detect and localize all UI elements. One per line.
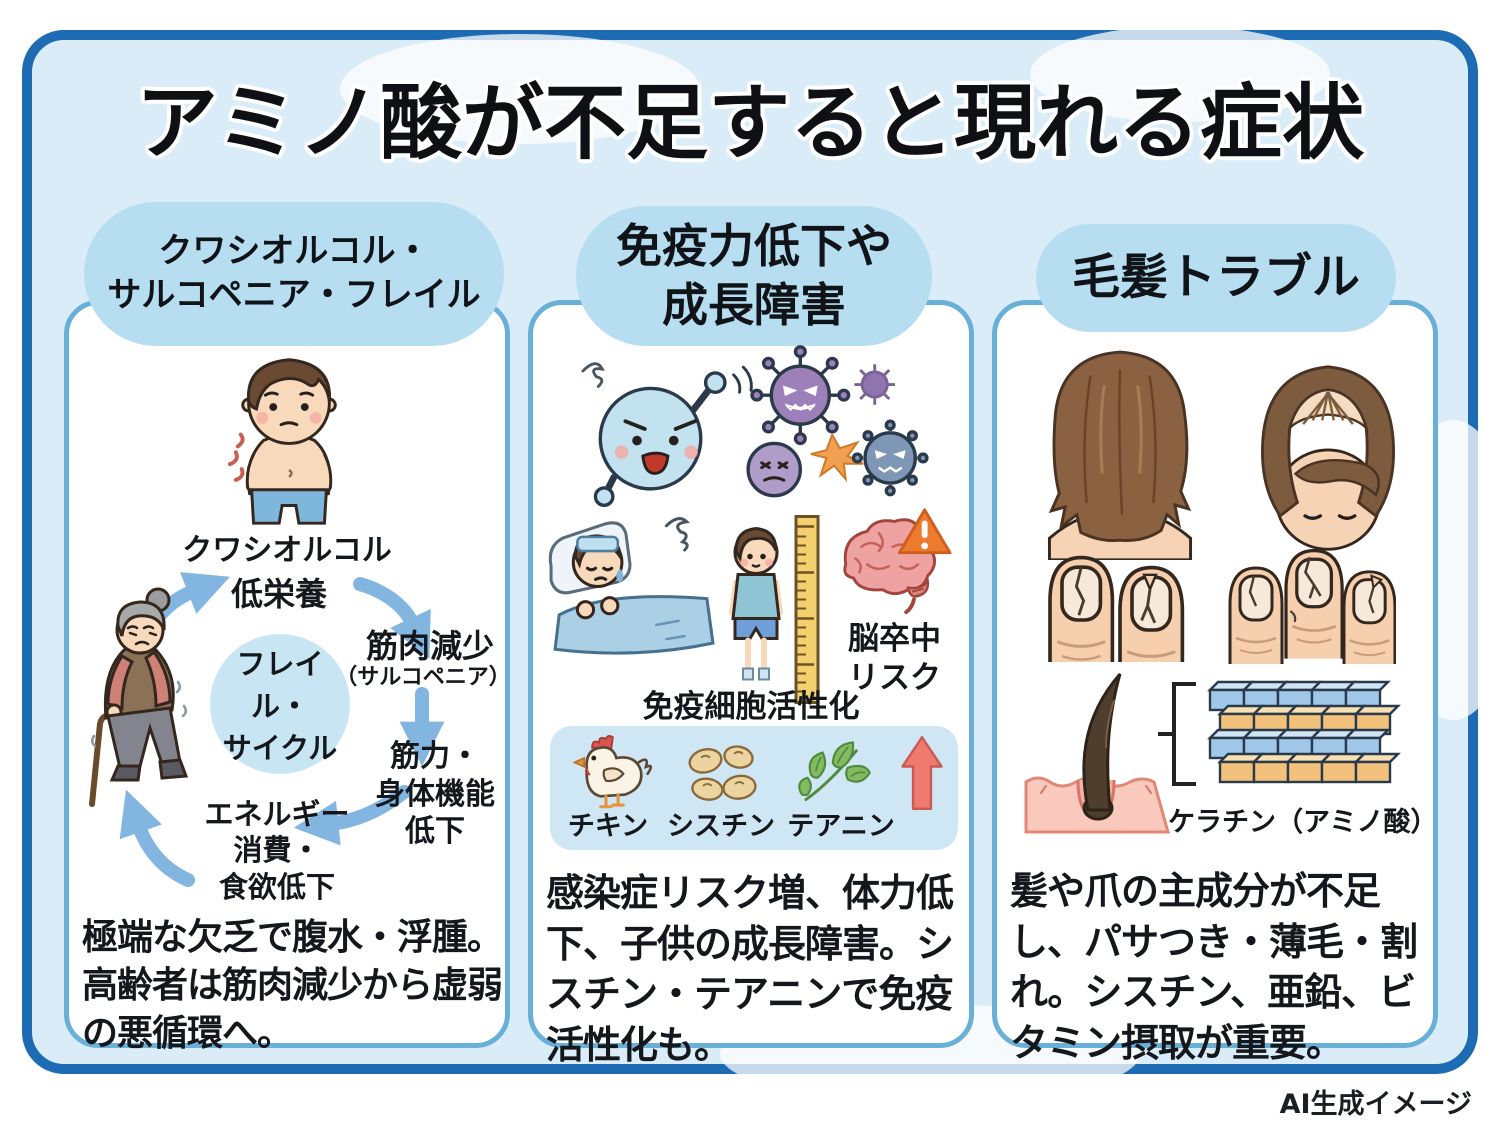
cycle-step-malnutrition: 低栄養 — [230, 575, 327, 613]
hair-description: 髪や爪の主成分が不足し、パサつき・薄毛・割れ。シスチン、亜鉛、ビタミン摂取が重要… — [1010, 869, 1418, 1065]
keratin-label: ケラチン（アミノ酸） — [1168, 807, 1438, 838]
chicken-icon — [572, 734, 653, 809]
sick-child-in-bed-icon — [548, 516, 715, 655]
tea-leaves-theanine-icon — [798, 741, 871, 802]
cycle-step-strength-decline: 筋力・ 身体機能 低下 — [375, 739, 495, 849]
immune-cell-vs-virus-icon — [581, 345, 929, 507]
brain-stroke-risk-icon — [843, 508, 952, 615]
kwashiorkor-boy-icon — [227, 358, 337, 525]
food-label-chicken: チキン — [567, 811, 649, 842]
cloud-decoration — [340, 34, 700, 144]
frail-elderly-woman-icon — [89, 587, 189, 807]
immune-activation-title: 免疫細胞活性化 — [642, 689, 860, 725]
frailty-cycle-center: フレイル・ サイクル — [210, 634, 350, 774]
cycle-step-energy-appetite: エネルギー 消費・ 食欲低下 — [204, 797, 350, 904]
keratin-blocks-icon — [1158, 680, 1400, 786]
damaged-hair-back-icon — [1047, 350, 1193, 560]
header-pill-hair: 毛髪トラブル — [1036, 224, 1396, 332]
immunity-up-arrow-icon — [901, 736, 943, 810]
cracked-nails-right-icon — [1228, 549, 1396, 664]
hair-follicle-icon — [1024, 673, 1170, 834]
kwashiorkor-description: 極端な欠乏で腹水・浮腫。高齢者は筋肉減少から虚弱の悪循環へ。 — [82, 917, 503, 1054]
food-label-cystine: シスチン — [667, 811, 775, 842]
header-pill-immunity: 免疫力低下や 成長障害 — [576, 206, 932, 346]
child-height-ruler-icon — [729, 515, 820, 704]
soybeans-cystine-icon — [688, 745, 757, 801]
ai-generated-credit: AI生成イメージ — [1279, 1089, 1472, 1120]
kwashiorkor-label: クワシオルコル — [182, 533, 392, 568]
page-title: アミノ酸が不足すると現れる症状 — [135, 76, 1365, 171]
header-pill-kwashiorkor: クワシオルコル・ サルコペニア・フレイル — [84, 202, 504, 346]
cloud-decoration — [1030, 26, 1330, 122]
food-label-theanine: テアニン — [787, 811, 895, 842]
frailty-cycle-diagram: フレイル・ サイクル 低栄養 筋肉減少 （サルコペニア） 筋力・ 身体機能 低下… — [64, 570, 512, 914]
immunity-description: 感染症リスク増、体力低下、子供の成長障害。シスチン・テアニンで免疫活性化も。 — [546, 871, 954, 1067]
cracked-nails-left-icon — [1048, 555, 1185, 662]
cycle-step-muscle-loss: 筋肉減少 — [365, 627, 494, 665]
stroke-risk-label: 脳卒中 リスク — [848, 621, 941, 696]
cycle-step-sarcopenia-sub: （サルコペニア） — [335, 665, 511, 690]
thinning-hair-top-icon — [1261, 365, 1395, 551]
